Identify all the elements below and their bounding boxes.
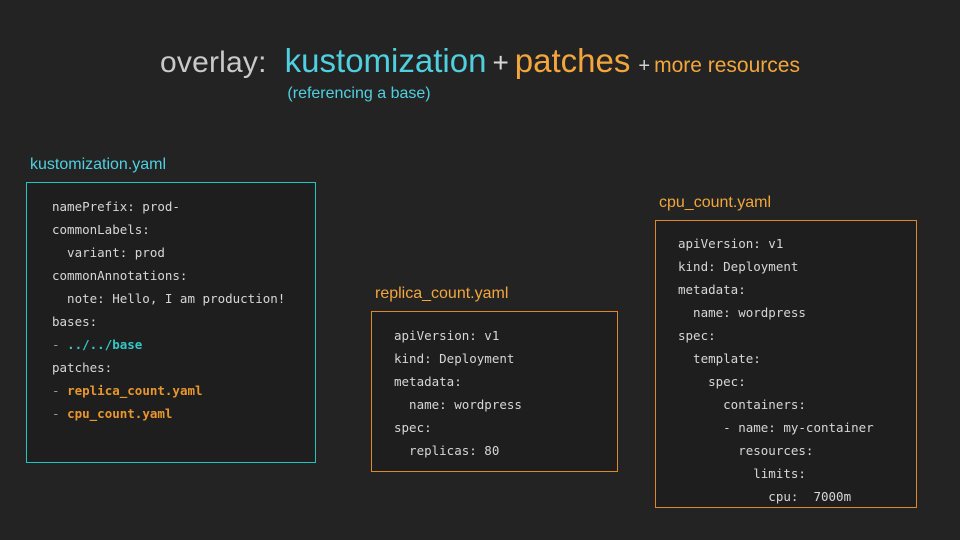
code-line: - name: my-container: [678, 420, 874, 435]
title-line: overlay:kustomization+patches+more resou…: [0, 44, 960, 78]
code-reference: cpu_count.yaml: [67, 406, 173, 421]
code-line: - ../../base: [52, 333, 315, 356]
title-plus-1: +: [492, 47, 509, 78]
slide-header: overlay:kustomization+patches+more resou…: [0, 44, 960, 103]
code-line: apiVersion: v1: [678, 236, 784, 251]
code-line: replicas: 80: [394, 443, 500, 458]
title-kustomization: kustomization: [284, 42, 487, 79]
card-kustomization-yaml: kustomization.yaml namePrefix: prod-comm…: [26, 157, 316, 463]
code-line: metadata:: [678, 282, 746, 297]
list-dash: -: [52, 406, 68, 421]
code-line: template:: [678, 351, 761, 366]
code-line: spec:: [678, 374, 746, 389]
title-more-resources: more resources: [654, 54, 800, 77]
code-line: - replica_count.yaml: [52, 379, 315, 402]
title-plus-2: +: [638, 55, 651, 77]
code-box-kustomization-yaml: namePrefix: prod-commonLabels: variant: …: [26, 182, 316, 463]
code-line: apiVersion: v1: [394, 328, 500, 343]
card-label-kustomization-yaml: kustomization.yaml: [30, 156, 167, 173]
code-line: metadata:: [394, 374, 462, 389]
code-line: spec:: [678, 328, 716, 343]
code-line: name: wordpress: [394, 397, 522, 412]
code-line: cpu: 7000m: [678, 489, 852, 504]
title-subtitle: (referencing a base): [287, 85, 431, 102]
code-line: resources:: [678, 443, 814, 458]
code-line: limits:: [678, 466, 806, 481]
code-line: kind: Deployment: [394, 351, 515, 366]
list-dash: -: [52, 383, 68, 398]
code-reference: ../../base: [67, 337, 143, 352]
code-line: variant: prod: [52, 245, 165, 260]
code-line: commonLabels:: [52, 222, 150, 237]
code-line: kind: Deployment: [678, 259, 799, 274]
card-cpu-count-yaml: cpu_count.yaml apiVersion: v1 kind: Deplo…: [655, 195, 917, 508]
list-dash: -: [52, 337, 68, 352]
code-line: bases:: [52, 314, 98, 329]
code-line: - cpu_count.yaml: [52, 402, 315, 425]
card-label-cpu-count-yaml: cpu_count.yaml: [659, 194, 772, 211]
code-line: patches:: [52, 360, 113, 375]
code-line: note: Hello, I am production!: [52, 291, 286, 306]
code-reference: replica_count.yaml: [67, 383, 203, 398]
title-patches: patches: [514, 42, 631, 79]
card-label-replica-count-yaml: replica_count.yaml: [375, 285, 509, 302]
code-content-kustomization-yaml: namePrefix: prod-commonLabels: variant: …: [52, 195, 315, 425]
code-line: commonAnnotations:: [52, 268, 188, 283]
title-overlay-label: overlay:: [160, 46, 267, 79]
code-line: containers:: [678, 397, 806, 412]
code-line: namePrefix: prod-: [52, 199, 180, 214]
code-line: spec:: [394, 420, 432, 435]
card-replica-count-yaml: replica_count.yaml apiVersion: v1 kind: D…: [371, 286, 618, 472]
code-line: name: wordpress: [678, 305, 806, 320]
